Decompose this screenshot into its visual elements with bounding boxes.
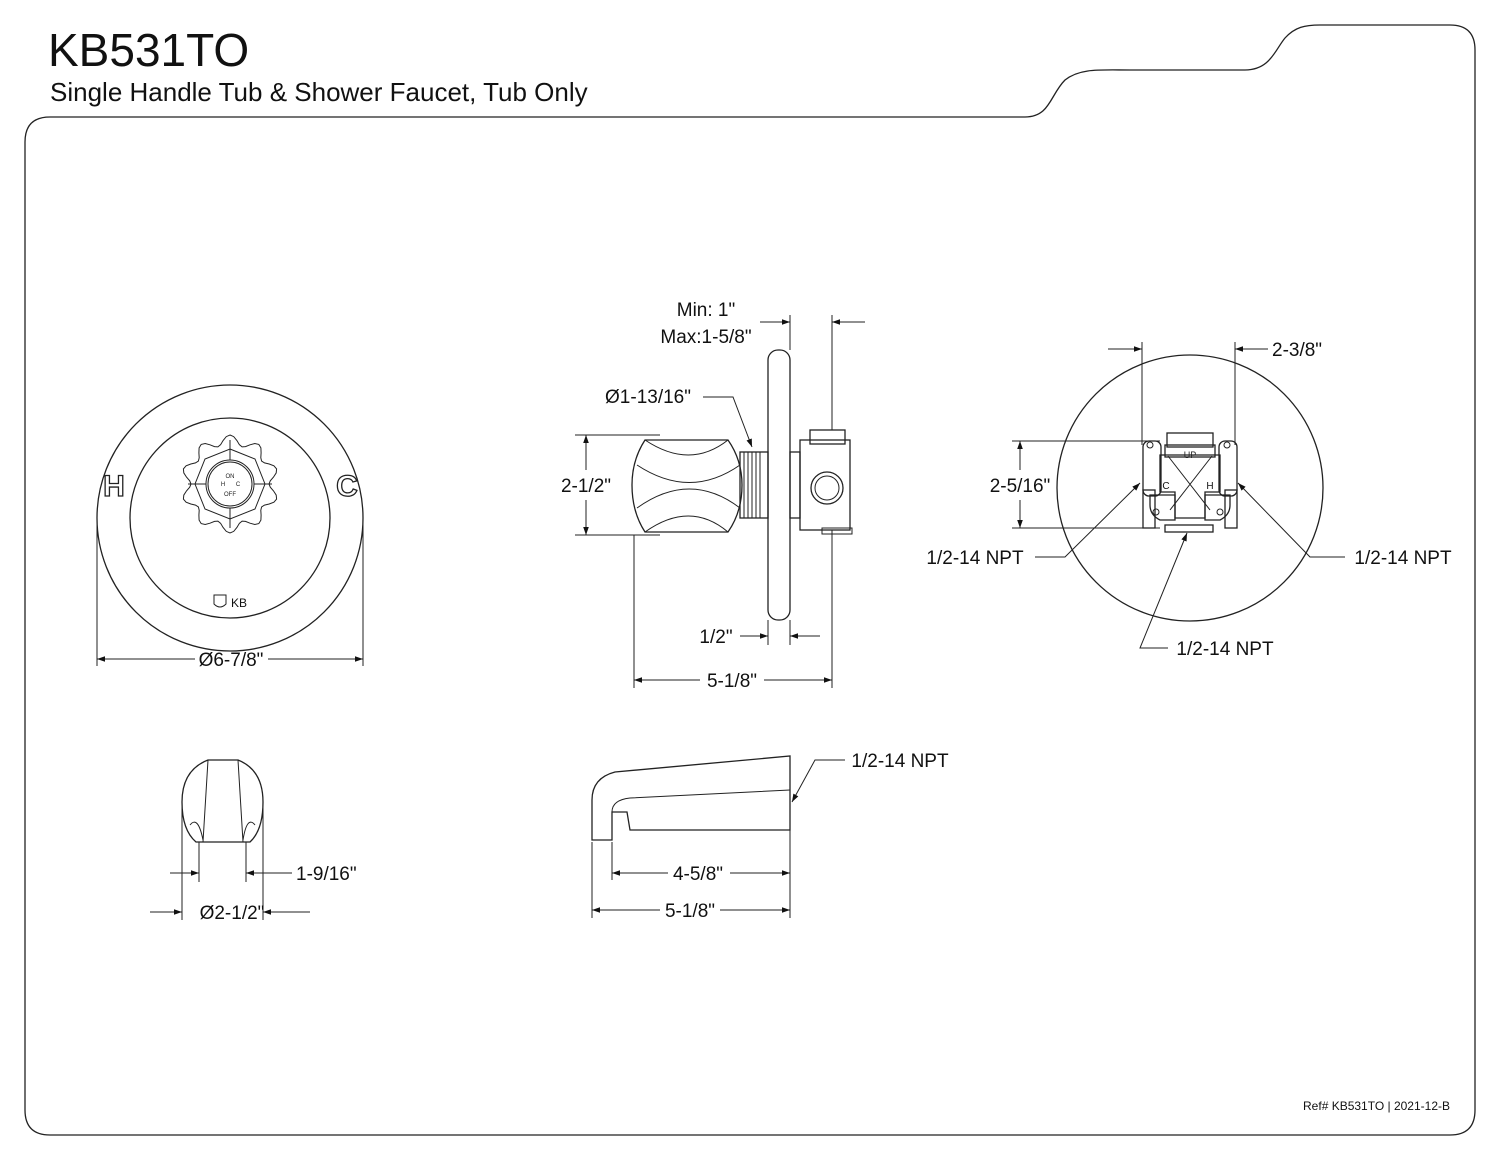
drawing-frame (24, 24, 1476, 1136)
model-description: Single Handle Tub & Shower Faucet, Tub O… (50, 77, 588, 107)
valve-width-dim: 2-3/8" (1272, 340, 1322, 361)
overall-depth-dim: 5-1/8" (707, 671, 757, 692)
valve-hot-mark: H (1206, 481, 1213, 492)
handle-front: ON OFF H C (182, 434, 278, 534)
right-port-label: 1/2-14 NPT (1354, 548, 1452, 569)
left-port-label: 1/2-14 NPT (926, 548, 1024, 569)
handle-diameter-dim: Ø1-13/16" (605, 387, 691, 408)
handle-on-label: ON (226, 474, 235, 480)
logo-text: KB (231, 596, 247, 610)
valve-cold-mark: C (1162, 481, 1169, 492)
model-title: KB531TO (48, 24, 249, 76)
min-depth-dim: Min: 1" (677, 300, 735, 321)
handle-side (631, 439, 743, 533)
escutcheon-diameter-dim: Ø6-7/8" (199, 650, 264, 671)
valve-escutcheon-outline (1056, 354, 1324, 622)
front-view: H C ON OFF H C KB Ø6-7/8" (96, 384, 364, 671)
plate-thickness-dim: 1/2" (699, 627, 732, 648)
bottom-port-label: 1/2-14 NPT (1176, 639, 1274, 660)
spout-reach-dim: 4-5/8" (673, 864, 723, 885)
spout-side-outline (591, 755, 791, 841)
handle-cold-label: C (236, 482, 241, 488)
escutcheon-plate-side (767, 349, 791, 621)
escutcheon-inner (129, 417, 331, 619)
spout-thread-label: 1/2-14 NPT (851, 751, 949, 772)
max-depth-dim: Max:1-5/8" (660, 327, 751, 348)
handle-height-dim: 2-1/2" (561, 476, 611, 497)
valve-view: UP C H 2-3/8" 2-5/16" 1/2-14 NPT 1/2-14 … (926, 340, 1452, 660)
valve-hex-nut (1166, 432, 1214, 448)
hot-mark: H (103, 470, 125, 503)
spout-length-dim: 5-1/8" (665, 901, 715, 922)
handle-off-label: OFF (224, 492, 236, 498)
spout-end-outline (181, 759, 264, 843)
valve-height-dim: 2-5/16" (990, 476, 1051, 497)
up-mark: UP (1184, 450, 1197, 460)
spout-end-view: 1-9/16" Ø2-1/2" (150, 759, 357, 924)
reference-number: Ref# KB531TO | 2021-12-B (1303, 1099, 1450, 1113)
cold-mark: C (336, 470, 358, 503)
spout-side-view: 1/2-14 NPT 4-5/8" 5-1/8" (591, 751, 949, 922)
brand-logo: KB (213, 594, 247, 610)
valve-body-side (799, 439, 851, 531)
spout-opening-dim: 1-9/16" (296, 864, 357, 885)
shield-icon (213, 594, 227, 608)
handle-hot-label: H (221, 482, 225, 488)
side-view: 2-1/2" Min: 1" Max:1-5/8" Ø1-13/16" 1/2"… (561, 300, 865, 692)
spout-diameter-dim: Ø2-1/2" (200, 903, 265, 924)
